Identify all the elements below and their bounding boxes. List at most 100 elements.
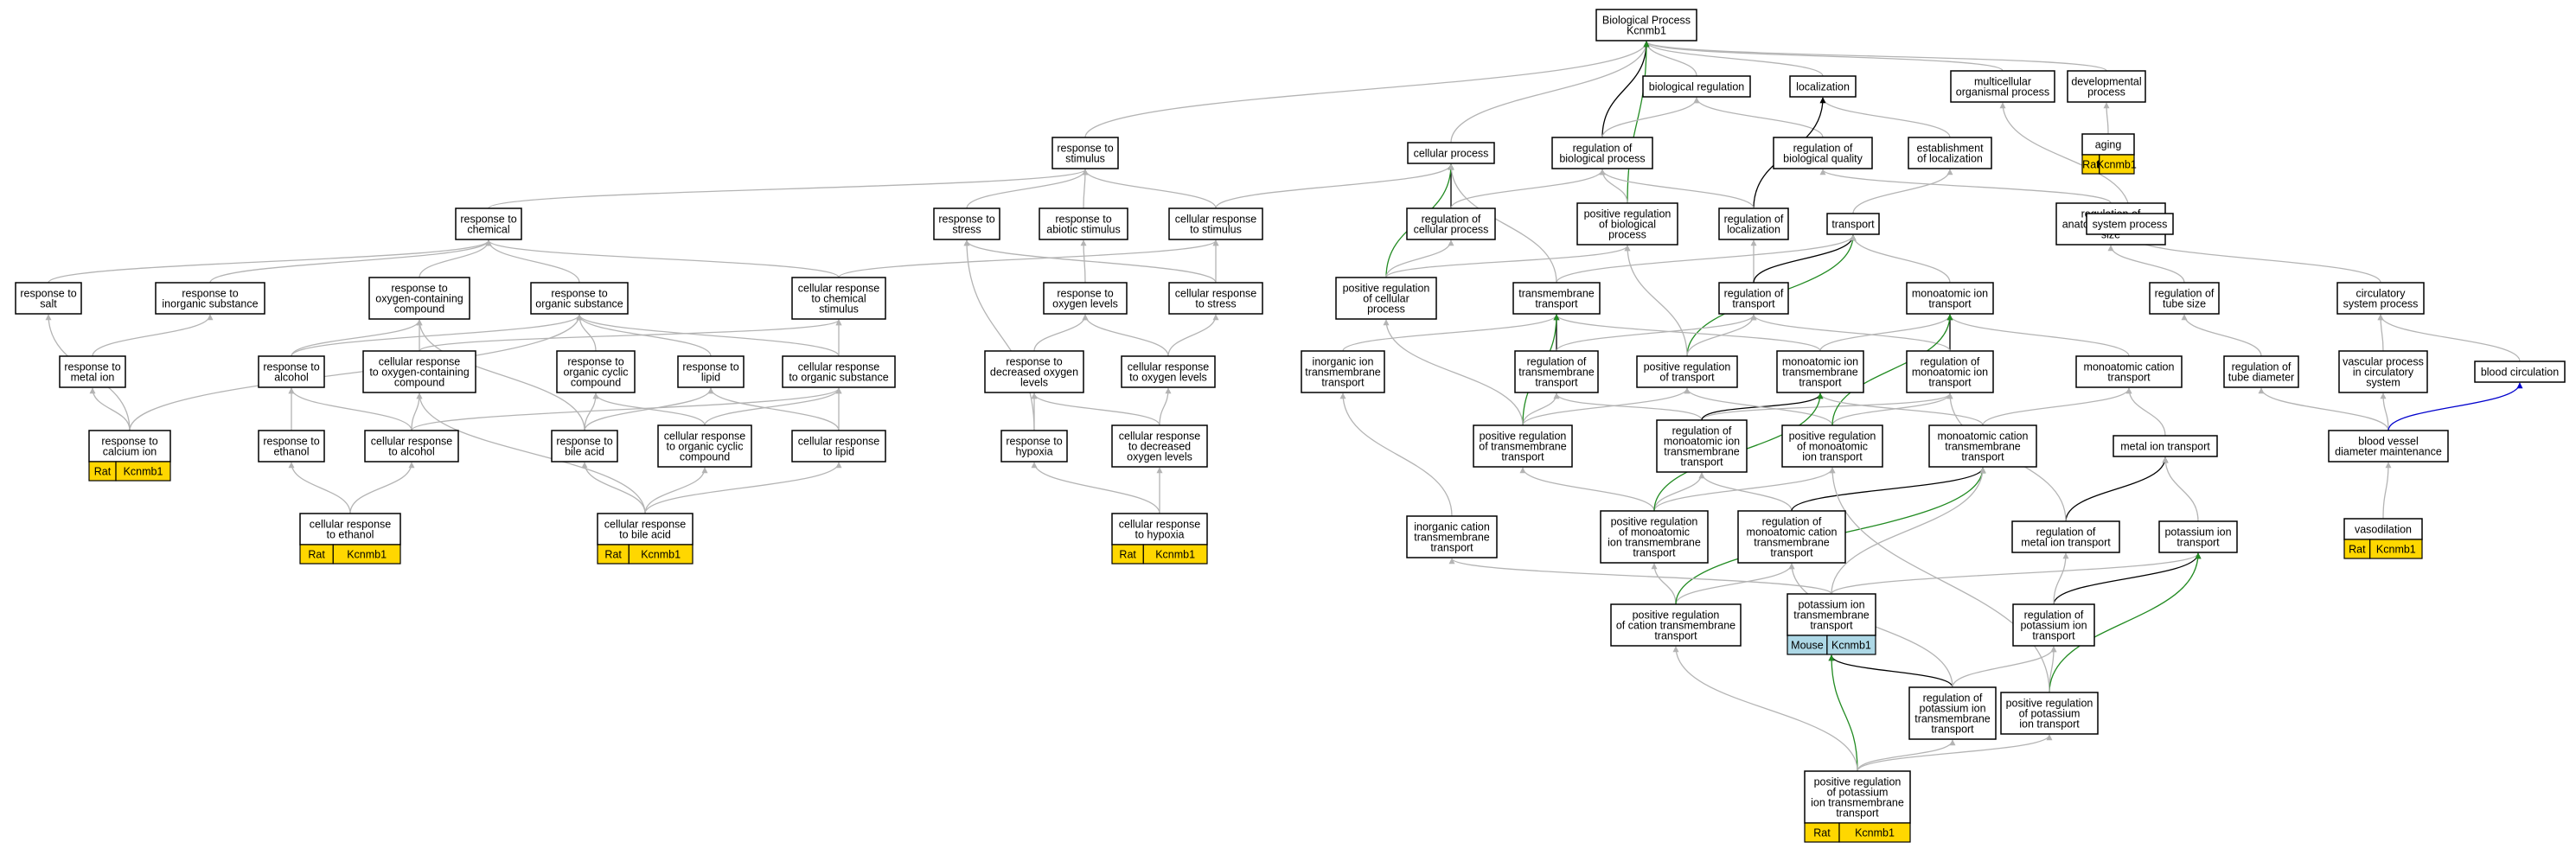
node-box[interactable] xyxy=(1773,137,1873,169)
node-box[interactable] xyxy=(1804,770,1911,824)
node-box[interactable] xyxy=(1406,515,1498,558)
node-box[interactable] xyxy=(299,513,401,546)
node-box[interactable] xyxy=(1595,9,1697,41)
node-box[interactable] xyxy=(1168,282,1263,315)
node-box[interactable] xyxy=(657,424,752,468)
node-box[interactable] xyxy=(1636,355,1738,388)
node-box[interactable] xyxy=(1335,277,1437,320)
node-box[interactable] xyxy=(2011,520,2120,553)
node-box[interactable] xyxy=(2328,430,2449,463)
node-localization[interactable]: localization xyxy=(1789,75,1857,98)
node-box[interactable] xyxy=(1407,142,1495,164)
node-box[interactable] xyxy=(2474,361,2566,383)
node-box[interactable] xyxy=(1512,282,1601,315)
node-transport[interactable]: transport xyxy=(1826,213,1880,235)
node-box[interactable] xyxy=(1168,207,1263,240)
node-box[interactable] xyxy=(1950,70,2055,103)
node-blood-circulation[interactable]: blood circulation xyxy=(2474,361,2566,383)
node-box[interactable] xyxy=(1514,350,1599,393)
node-box[interactable] xyxy=(1787,593,1876,636)
node-box[interactable] xyxy=(556,350,636,393)
node-box[interactable] xyxy=(1576,202,1678,246)
node-box[interactable] xyxy=(1718,282,1789,315)
node-box[interactable] xyxy=(1776,350,1864,393)
node-box[interactable] xyxy=(2012,603,2095,647)
node-box[interactable] xyxy=(791,277,886,320)
node-box[interactable] xyxy=(2336,282,2425,315)
node-box[interactable] xyxy=(2338,350,2428,393)
node-box[interactable] xyxy=(1642,75,1751,98)
node-box[interactable] xyxy=(362,350,476,393)
node-box[interactable] xyxy=(933,207,1000,240)
node-box[interactable] xyxy=(2067,70,2146,103)
node-box[interactable] xyxy=(2113,435,2218,457)
node-metal-ion-transport[interactable]: metal ion transport xyxy=(2113,435,2218,457)
node-box[interactable] xyxy=(1551,137,1653,169)
node-potassium-ion-transmembrane-transport[interactable]: potassium iontransmembranetransportMouse… xyxy=(1787,593,1876,655)
node-box[interactable] xyxy=(1121,355,1216,388)
node-box[interactable] xyxy=(1908,686,1997,740)
node-box[interactable] xyxy=(1908,137,1992,169)
node-box[interactable] xyxy=(1473,424,1573,468)
node-box[interactable] xyxy=(368,277,470,320)
node-box[interactable] xyxy=(551,430,618,463)
node-box[interactable] xyxy=(2075,355,2183,388)
node-cellular-process[interactable]: cellular process xyxy=(1407,142,1495,164)
node-box[interactable] xyxy=(1610,603,1742,647)
node-box[interactable] xyxy=(2158,520,2238,553)
node-box[interactable] xyxy=(2149,282,2220,315)
node-box[interactable] xyxy=(677,355,745,388)
node-box[interactable] xyxy=(2343,518,2423,540)
node-box[interactable] xyxy=(2223,355,2299,388)
node-box[interactable] xyxy=(1906,282,1994,315)
node-box[interactable] xyxy=(1406,207,1496,240)
